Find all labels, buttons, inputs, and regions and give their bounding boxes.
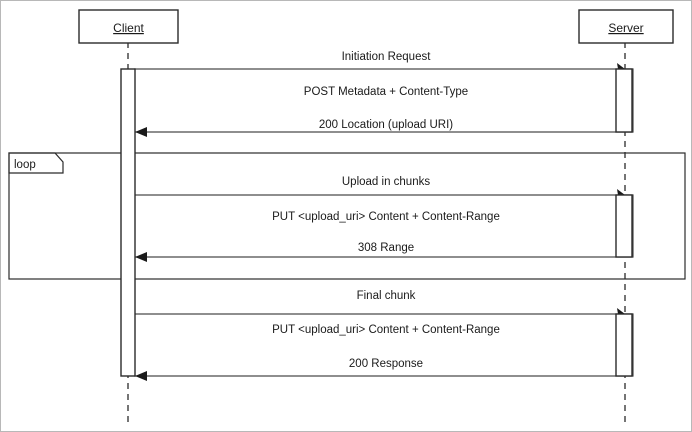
section-header-chunks: Upload in chunks [342, 176, 430, 188]
activation-bar-server-initiation[interactable] [615, 68, 633, 133]
message-label-200-location: 200 Location (upload URI) [319, 119, 453, 131]
message-label-put-final-chunk: PUT <upload_uri> Content + Content-Range [272, 324, 500, 336]
message-label-308-range: 308 Range [358, 242, 414, 254]
arrowhead-200-response [135, 371, 147, 381]
loop-fragment-label: loop [14, 159, 36, 171]
activation-bar-client[interactable] [120, 68, 136, 377]
loop-fragment-tab [8, 152, 64, 174]
message-label-post-metadata: POST Metadata + Content-Type [304, 86, 468, 98]
message-frame-initiation [134, 68, 634, 133]
message-frame-chunks [134, 194, 634, 258]
arrowhead-200-location [135, 127, 147, 137]
loop-fragment-box[interactable] [8, 152, 686, 280]
arrowhead-308-range [135, 252, 147, 262]
activation-bar-server-final[interactable] [615, 313, 633, 377]
participant-label-client: Client [113, 21, 144, 35]
message-label-put-chunk: PUT <upload_uri> Content + Content-Range [272, 211, 500, 223]
message-label-200-response: 200 Response [349, 358, 423, 370]
message-frame-final [134, 313, 634, 377]
participant-box-server[interactable] [578, 9, 674, 44]
participant-label-server: Server [608, 21, 643, 35]
section-header-final: Final chunk [357, 290, 416, 302]
section-header-initiation: Initiation Request [342, 51, 432, 63]
participant-box-client[interactable] [78, 9, 179, 44]
activation-bar-server-chunks[interactable] [615, 194, 633, 258]
